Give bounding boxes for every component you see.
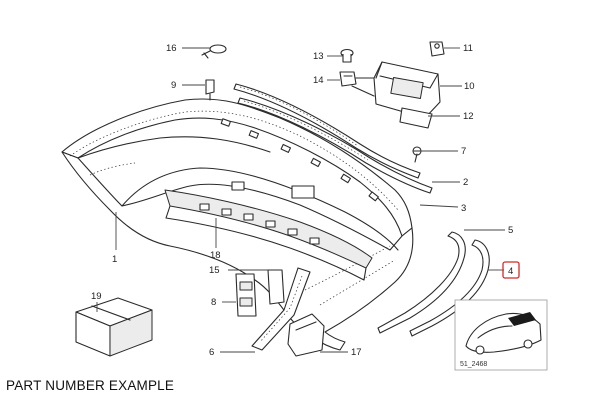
part-4-reflector-strip[interactable] — [409, 239, 490, 337]
callout-15: 15 — [209, 265, 220, 276]
part-1-bumper-cover[interactable] — [61, 98, 414, 351]
callout-10: 10 — [464, 81, 475, 92]
part-16-cable-tie[interactable] — [201, 44, 227, 59]
callout-17: 17 — [351, 347, 362, 358]
callout-1: 1 — [112, 254, 117, 265]
part-11-clip[interactable] — [429, 41, 445, 57]
part-13-nut[interactable] — [340, 48, 354, 63]
callout-11: 11 — [463, 43, 473, 54]
callout-5: 5 — [508, 225, 513, 236]
callout-3: 3 — [461, 203, 466, 214]
part-18-lower-valance[interactable] — [164, 189, 373, 281]
callout-16: 16 — [166, 43, 177, 54]
callout-18: 18 — [210, 250, 221, 261]
callout-4: 4 — [508, 266, 513, 277]
part-7-screw[interactable] — [412, 146, 422, 163]
part-10-bracket[interactable] — [351, 61, 441, 119]
highlight-box-callout-4 — [502, 261, 520, 279]
callout-14: 14 — [313, 75, 324, 86]
caption: PART NUMBER EXAMPLE — [6, 378, 175, 393]
part-2-upper-trim-strip[interactable] — [237, 97, 433, 194]
leader-lines — [96, 47, 505, 353]
part-8-guide[interactable] — [235, 273, 257, 317]
part-6-bracket[interactable] — [251, 267, 311, 351]
callout-9: 9 — [171, 80, 176, 91]
part-15-holder[interactable] — [267, 269, 285, 305]
vehicle-inset-thumbnail: 51_2468 — [454, 299, 548, 371]
part-5-reflector-strip[interactable] — [377, 231, 466, 334]
callout-6: 6 — [209, 347, 214, 358]
callout-12: 12 — [463, 111, 474, 122]
callout-13: 13 — [313, 51, 324, 62]
callout-8: 8 — [211, 297, 216, 308]
part-19-packaging-box[interactable] — [75, 297, 153, 357]
callout-19: 19 — [91, 291, 102, 302]
part-9-clip[interactable] — [205, 79, 215, 101]
part-3-lower-trim-strip[interactable] — [233, 83, 421, 179]
callout-7: 7 — [461, 146, 466, 157]
callout-2: 2 — [463, 177, 468, 188]
part-17-cover-plate[interactable] — [287, 313, 325, 357]
part-14-clip-nut[interactable] — [339, 71, 357, 87]
callout-labels: 1 2 3 4 5 6 7 8 9 10 11 12 13 14 15 16 1… — [91, 43, 513, 358]
diagram-code: 51_2468 — [460, 361, 487, 368]
highlighted-region-icon — [508, 312, 536, 326]
part-12-bracket-lower[interactable] — [399, 107, 433, 129]
